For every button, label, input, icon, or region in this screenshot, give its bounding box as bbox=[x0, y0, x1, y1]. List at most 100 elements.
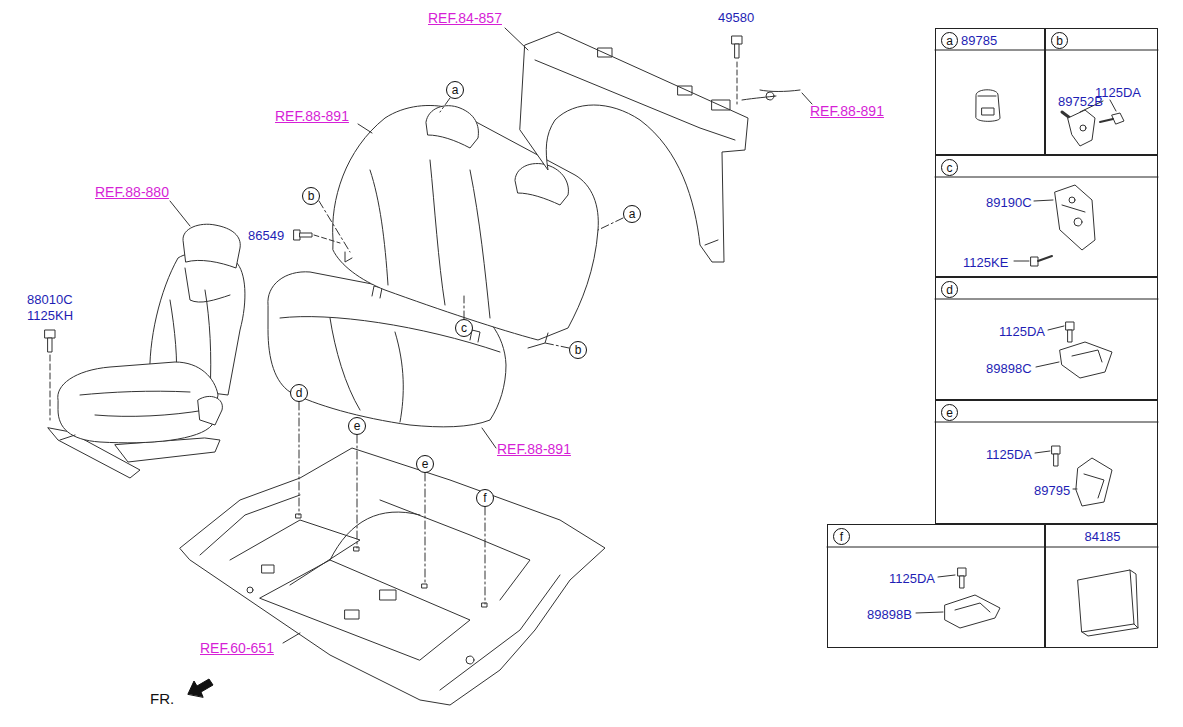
callout-leader bbox=[598, 218, 623, 230]
bracket-89190C bbox=[1031, 257, 1038, 266]
package-tray bbox=[520, 32, 748, 262]
bracket-89898C bbox=[1060, 342, 1112, 378]
front-direction: FR. bbox=[150, 690, 174, 708]
bracket-89752B bbox=[1068, 110, 1095, 146]
package-tray bbox=[712, 100, 730, 110]
callout-circle: a bbox=[941, 32, 958, 49]
reference-label: REF.88-891 bbox=[275, 108, 349, 125]
bracket-89898B bbox=[958, 568, 966, 576]
callout-letter: d bbox=[296, 387, 303, 399]
pad-84185 bbox=[1078, 570, 1134, 632]
floor-panel bbox=[230, 520, 360, 585]
floor-panel bbox=[422, 584, 427, 588]
floor-panel bbox=[247, 587, 253, 593]
package-tray bbox=[598, 48, 612, 57]
floor-panel bbox=[262, 565, 274, 573]
front-seat bbox=[95, 410, 205, 416]
callout-leader bbox=[485, 507, 486, 604]
callout-circle: f bbox=[833, 528, 850, 545]
bolt-88010C bbox=[48, 338, 52, 352]
callout-letter: e bbox=[422, 458, 429, 470]
part-number: 89898C bbox=[986, 361, 1032, 376]
bracket-89795 bbox=[1054, 454, 1058, 466]
part-number: 89785 bbox=[961, 33, 997, 48]
callout-letter: a bbox=[452, 84, 459, 96]
callout-leader bbox=[545, 343, 569, 348]
bracket-89898B bbox=[945, 595, 1000, 628]
bolt-49580 bbox=[732, 36, 742, 44]
table-rule bbox=[827, 50, 1158, 547]
part-number: 84185 bbox=[1084, 529, 1120, 544]
parts-panel: 89785a bbox=[935, 28, 1045, 155]
rear-seat-back bbox=[333, 105, 599, 340]
front-arrow bbox=[188, 679, 213, 697]
parts-panel: 1125DA89795e bbox=[935, 400, 1158, 524]
bracket-89898C bbox=[1066, 322, 1074, 330]
floor-panel bbox=[466, 656, 474, 664]
front-arrow bbox=[188, 679, 213, 697]
part-number: 1125DA bbox=[986, 447, 1032, 462]
callout-letter: f bbox=[483, 492, 486, 504]
pad-84185 bbox=[1078, 570, 1138, 636]
reference-label: REF.88-891 bbox=[810, 103, 884, 120]
bracket-89190C bbox=[1014, 261, 1029, 262]
leader-line bbox=[170, 201, 190, 226]
front-seat bbox=[80, 391, 190, 395]
package-tray bbox=[535, 60, 735, 140]
bracket-89898C bbox=[1068, 330, 1072, 342]
reference-label: REF.84-857 bbox=[428, 10, 502, 27]
callout-leader bbox=[440, 98, 450, 112]
bracket-89898B bbox=[916, 612, 943, 613]
rear-seat-cushion bbox=[330, 318, 360, 410]
callout-leader bbox=[319, 201, 350, 252]
bracket-89898C bbox=[1072, 350, 1102, 362]
leader-line bbox=[358, 124, 372, 133]
callout-leader bbox=[357, 435, 358, 548]
rear-seat-cushion bbox=[395, 332, 403, 422]
callout-letter: f bbox=[840, 531, 843, 543]
bolt-86549 bbox=[300, 233, 312, 237]
bracket-89795 bbox=[1035, 451, 1050, 453]
pad-84185 bbox=[1082, 628, 1138, 636]
package-tray bbox=[760, 90, 800, 92]
callout-circle: b bbox=[302, 187, 320, 205]
rear-seat-back bbox=[528, 333, 548, 348]
clip-89785 bbox=[982, 108, 994, 115]
part-number: 86549 bbox=[248, 228, 284, 244]
bracket-89190C bbox=[1034, 200, 1053, 201]
bolt-86549 bbox=[294, 230, 340, 243]
callout-letter: e bbox=[946, 407, 953, 419]
bracket-89752B bbox=[1080, 125, 1086, 131]
leader-line bbox=[482, 428, 496, 448]
bolt-88010C bbox=[45, 330, 55, 420]
parts-panel: 89752B1125DAb bbox=[1045, 28, 1158, 155]
bracket-89898B bbox=[955, 603, 990, 612]
callout-circle: b bbox=[569, 341, 587, 359]
callout-letter: b bbox=[308, 190, 315, 202]
callout-circle: a bbox=[446, 81, 464, 99]
callout-leader bbox=[299, 98, 623, 604]
callout-circle: e bbox=[416, 455, 434, 473]
part-number: 49580 bbox=[718, 10, 754, 26]
callout-letter: d bbox=[946, 284, 953, 296]
table-rule bbox=[935, 299, 1158, 300]
rear-seat-back bbox=[370, 170, 388, 285]
floor-panel bbox=[345, 610, 359, 619]
callout-circle: d bbox=[941, 281, 958, 298]
clip-89785 bbox=[978, 96, 996, 97]
rear-seat-back bbox=[470, 170, 490, 318]
part-number: 1125KH bbox=[27, 308, 73, 324]
rear-seat-cushion bbox=[280, 317, 500, 352]
front-seat bbox=[183, 224, 240, 268]
bracket-89190C bbox=[1069, 197, 1075, 203]
leader-line bbox=[170, 28, 812, 643]
front-seat bbox=[60, 435, 75, 440]
callout-circle: e bbox=[941, 404, 958, 421]
bracket-89190C bbox=[1074, 218, 1082, 226]
parts-panel: 84185 bbox=[1045, 524, 1158, 648]
clip-89785 bbox=[976, 90, 1000, 122]
parts-panel: 1125DA89898Bf bbox=[827, 524, 1045, 648]
callout-leader bbox=[299, 402, 300, 515]
table-rule bbox=[935, 177, 1158, 178]
callout-circle: e bbox=[348, 417, 366, 435]
